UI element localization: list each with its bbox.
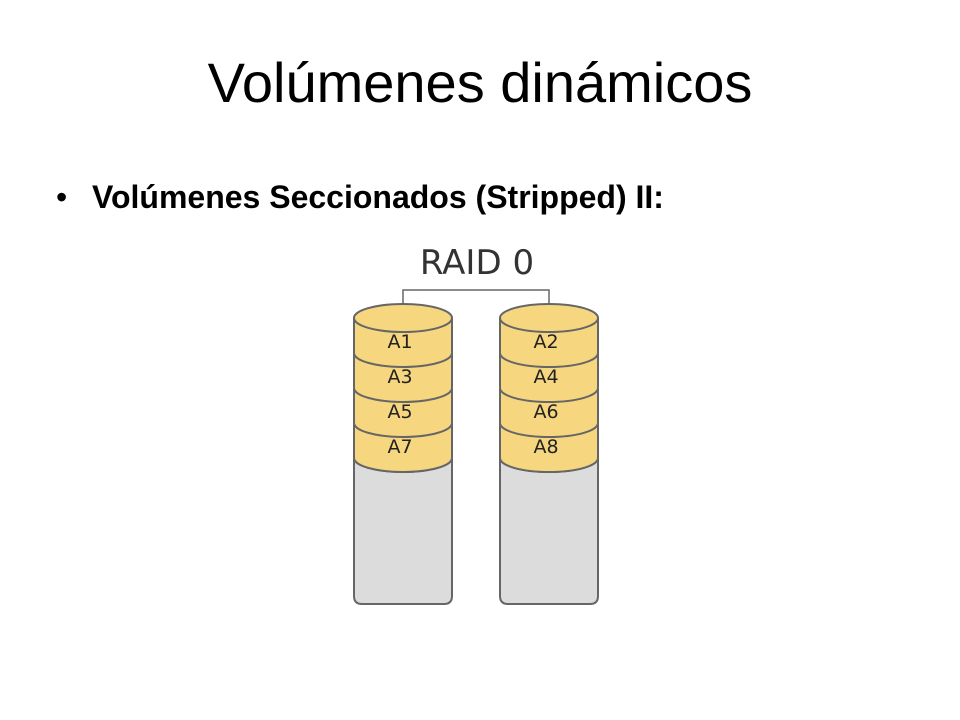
block-label: A3 — [387, 366, 412, 388]
disk-body — [499, 457, 599, 605]
bullet-marker: • — [56, 179, 68, 215]
disk-body — [353, 457, 453, 605]
slide-title: Volúmenes dinámicos — [207, 51, 753, 114]
raid-title: RAID 0 — [420, 243, 534, 283]
disk-top-cap — [353, 303, 453, 333]
bullet-text: Volúmenes Seccionados (Stripped) II: — [92, 179, 664, 215]
disk-top-cap — [499, 303, 599, 333]
block-label: A4 — [533, 366, 558, 388]
bullet-item: • Volúmenes Seccionados (Stripped) II: — [56, 178, 664, 216]
block-label: A7 — [387, 436, 412, 458]
block-label: A6 — [533, 401, 558, 423]
block-label: A8 — [533, 436, 558, 458]
block-label: A2 — [533, 331, 558, 353]
block-label: A1 — [387, 331, 412, 353]
block-label: A5 — [387, 401, 412, 423]
